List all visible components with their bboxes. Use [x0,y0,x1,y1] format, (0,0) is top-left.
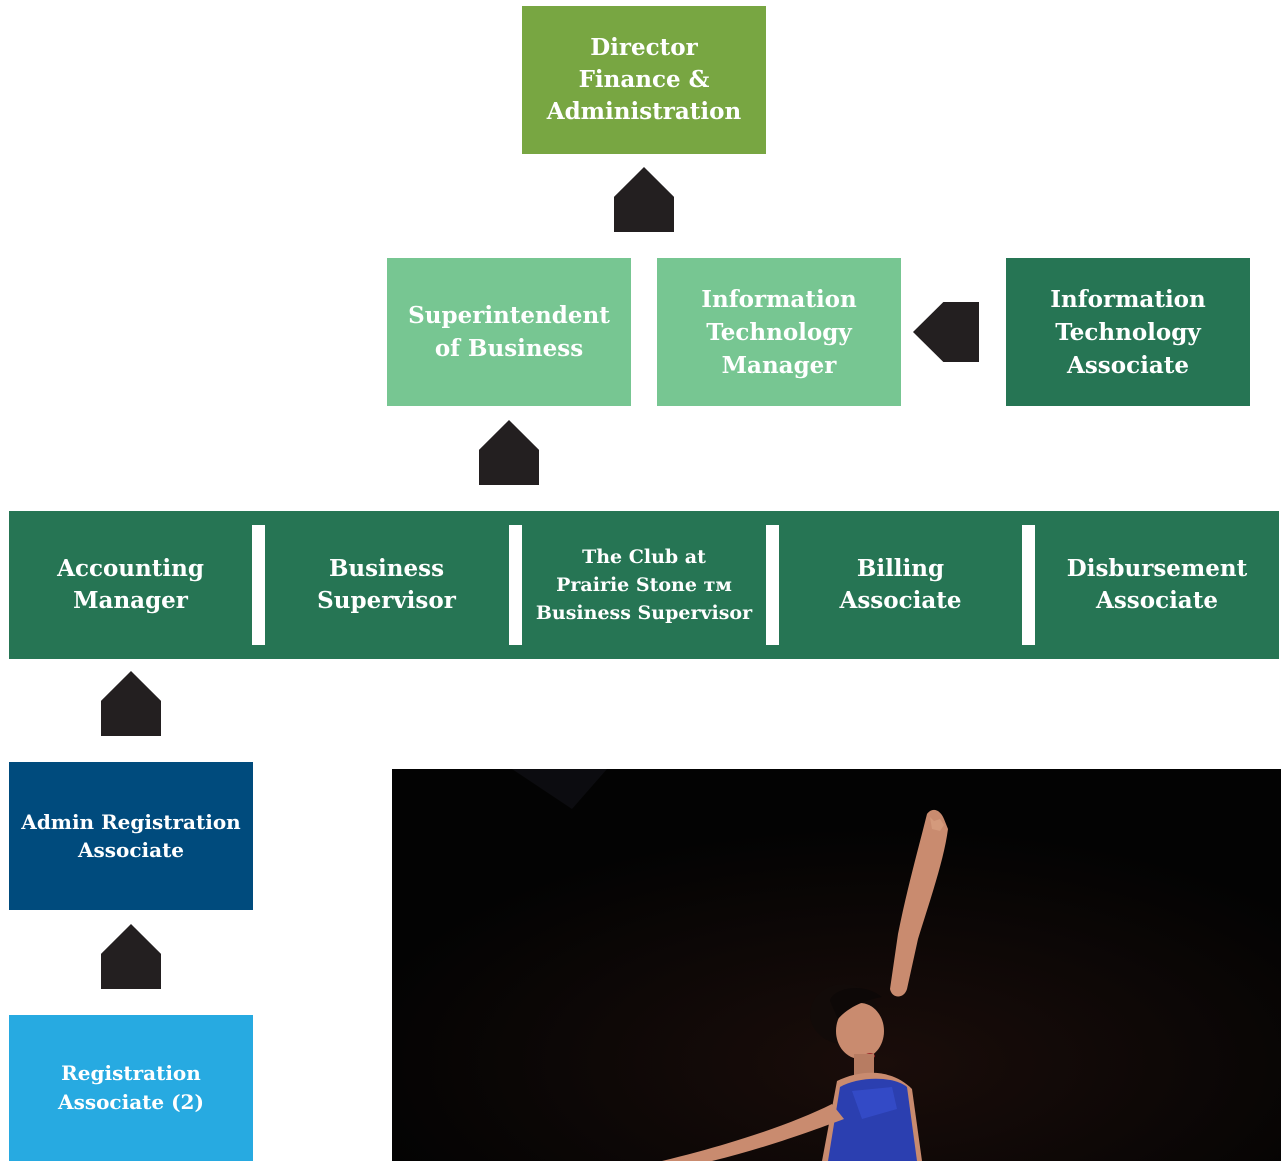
it-manager-label: Information Technology Manager [701,285,857,379]
arrow-up-icon [101,671,161,736]
registration-associate-box: Registration Associate (2) [9,1015,253,1161]
billing-associate-cell: Billing Associate [779,511,1022,659]
it-associate-box: Information Technology Associate [1006,258,1250,406]
superintendent-label: Superintendent of Business [408,302,610,362]
accounting-manager-cell: Accounting Manager [9,511,252,659]
divider [509,525,522,645]
accounting-manager-label: Accounting Manager [57,555,204,614]
club-business-supervisor-label: The Club at Prairie Stone ᴛᴍ Business Su… [535,546,753,624]
billing-associate-label: Billing Associate [839,555,962,614]
admin-registration-label: Admin Registration Associate [21,810,241,862]
dancer-photo [392,769,1281,1161]
department-row: Accounting Manager Business Supervisor T… [9,511,1279,659]
arrow-up-icon [479,420,539,485]
it-associate-label: Information Technology Associate [1050,285,1206,379]
arrow-up-icon [101,924,161,989]
business-supervisor-cell: Business Supervisor [265,511,508,659]
divider [252,525,265,645]
registration-associate-label: Registration Associate (2) [58,1061,204,1114]
divider [1022,525,1035,645]
divider [766,525,779,645]
director-finance-box: Director Finance & Administration [522,6,766,154]
director-finance-label: Director Finance & Administration [546,34,742,125]
admin-registration-box: Admin Registration Associate [9,762,253,910]
dancer-illustration [392,769,1281,1161]
disbursement-associate-label: Disbursement Associate [1066,555,1248,614]
arrow-up-icon [614,167,674,232]
business-supervisor-label: Business Supervisor [317,555,456,614]
superintendent-box: Superintendent of Business [387,258,631,406]
disbursement-associate-cell: Disbursement Associate [1035,511,1279,659]
club-business-supervisor-cell: The Club at Prairie Stone ᴛᴍ Business Su… [522,511,766,659]
it-manager-box: Information Technology Manager [657,258,901,406]
arrow-left-icon [913,302,979,362]
